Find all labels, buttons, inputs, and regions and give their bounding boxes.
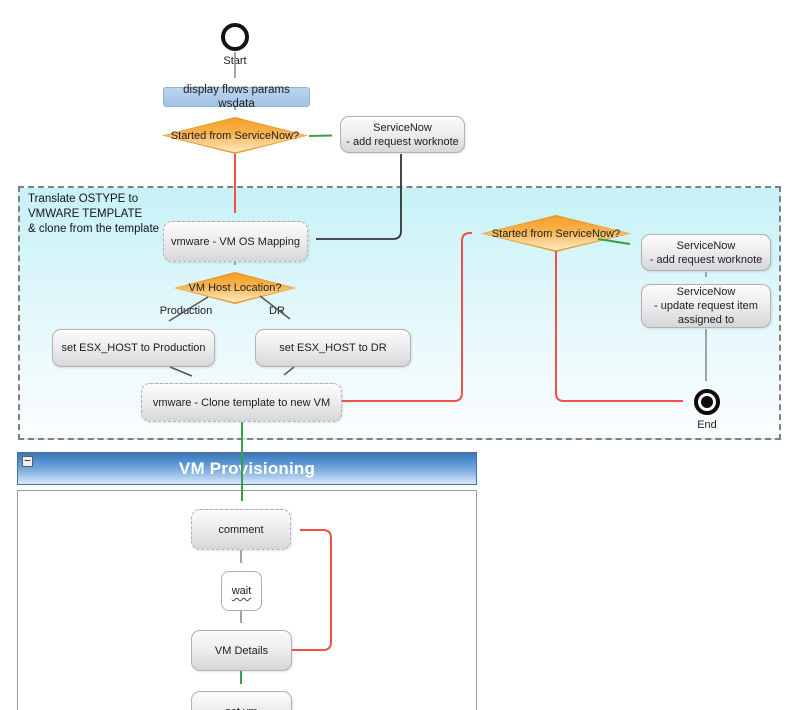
decision-vm-host-location[interactable]: VM Host Location? [174,272,296,304]
wait-node[interactable]: wait [221,571,262,611]
display-flows-params-label: display flows params wsdata [183,84,290,110]
servicenow-add-worknote-label-1: ServiceNow - add request worknote [346,121,459,148]
set-esx-host-production-node[interactable]: set ESX_HOST to Production [52,329,215,367]
vm-provisioning-header[interactable]: − VM Provisioning [17,452,477,485]
wait-label: wait [231,585,252,597]
comment-node[interactable]: comment [191,509,291,550]
servicenow-add-worknote-node-2[interactable]: ServiceNow - add request worknote [641,234,771,271]
set-vm-node[interactable]: set vm [191,691,292,710]
collapse-icon[interactable]: − [22,456,33,467]
start-label: Start [223,55,247,67]
servicenow-update-assigned-label: ServiceNow - update request item assigne… [654,286,758,326]
servicenow-update-assigned-node[interactable]: ServiceNow - update request item assigne… [641,284,771,328]
branch-dr-label: DR [269,305,285,317]
vm-host-location-label: VM Host Location? [188,282,282,294]
vm-os-mapping-node[interactable]: vmware - VM OS Mapping [163,221,308,262]
comment-label: comment [218,523,264,536]
clone-template-node[interactable]: vmware - Clone template to new VM [141,383,342,422]
end-label: End [697,419,717,431]
region-note: Translate OSTYPE to VMWARE TEMPLATE & cl… [28,193,160,235]
decision-1-label: Started from ServiceNow? [170,129,300,142]
display-flows-params-node[interactable]: display flows params wsdata [163,84,310,110]
decision-2-label: Started from ServiceNow? [491,227,621,240]
set-vm-label: set vm [225,705,257,710]
vm-details-label: VM Details [214,644,269,657]
end-node[interactable] [694,389,720,415]
end-node-dot [701,396,713,408]
vm-details-node[interactable]: VM Details [191,630,292,671]
decision-started-from-servicenow-1[interactable]: Started from ServiceNow? [162,117,308,154]
start-node[interactable] [221,23,249,51]
collapse-glyph: − [24,455,31,467]
edge-decision1-to-servicenow-worknote1[interactable] [308,134,333,137]
set-esx-host-dr-label: set ESX_HOST to DR [279,342,387,354]
vm-os-mapping-label: vmware - VM OS Mapping [171,235,300,248]
decision-started-from-servicenow-2[interactable]: Started from ServiceNow? [481,215,631,252]
clone-template-label: vmware - Clone template to new VM [152,396,331,409]
panel-title: VM Provisioning [178,458,316,478]
set-esx-host-dr-node[interactable]: set ESX_HOST to DR [255,329,411,367]
servicenow-add-worknote-label-2: ServiceNow - add request worknote [649,239,763,266]
servicenow-add-worknote-node-1[interactable]: ServiceNow - add request worknote [340,116,465,153]
branch-production-label: Production [159,305,213,317]
set-esx-host-production-label: set ESX_HOST to Production [61,342,206,354]
